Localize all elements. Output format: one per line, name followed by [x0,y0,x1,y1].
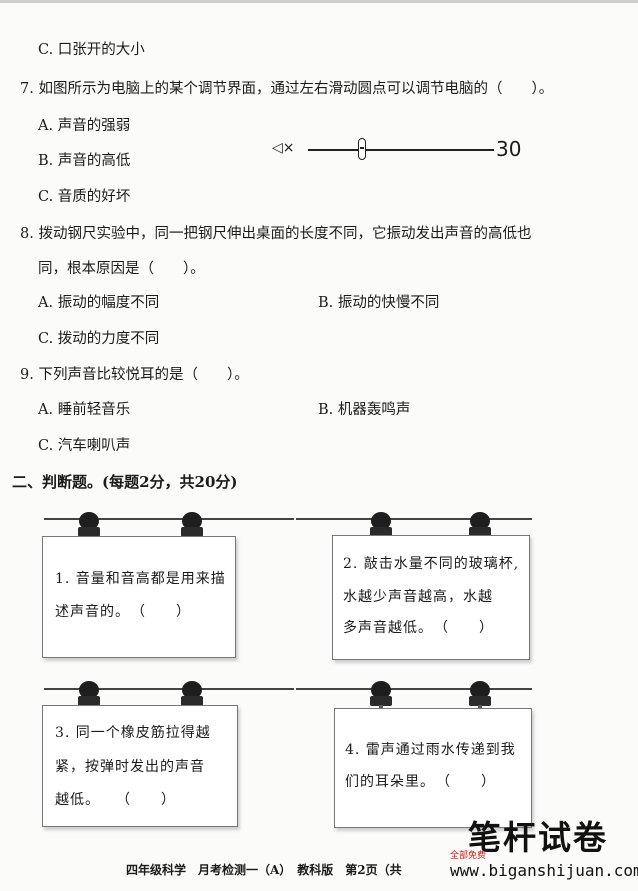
q8-option-a: A. 振动的幅度不同 [38,295,160,311]
q6-option-c: C. 口张开的大小 [38,42,145,58]
q8-stem-line2: 同，根本原因是（ ）。 [38,261,205,277]
card1-line2: 述声音的。 （ ） [55,604,191,620]
q8-option-c: C. 拨动的力度不同 [38,331,160,347]
tf-card-3: 3. 同一个橡皮筋拉得越 紧，按弹时发出的声音 越低。 （ ） [42,705,238,827]
q7-option-c: C. 音质的好坏 [38,189,131,205]
clothesline-bottom-right [296,688,532,690]
card3-line2: 紧，按弹时发出的声音 [55,759,205,775]
clothesline-top-left [44,518,294,520]
card2-line1: 2. 敲击水量不同的玻璃杯, [343,556,520,572]
tf-card-4: 4. 雷声通过雨水传递到我 们的耳朵里。 （ ） [334,708,532,828]
section2-title: 二、判断题。(每题2分，共20分) [12,473,238,491]
tf-card-1: 1. 音量和音高都是用来描 述声音的。 （ ） [42,536,236,658]
watermark-free-tag: 全部免费 [450,851,487,861]
volume-slider-figure: ◁× 30 [272,136,522,162]
slider-value: 30 [496,137,522,161]
slider-knob [358,138,366,160]
tf-card-2: 2. 敲击水量不同的玻璃杯, 水越少声音越高，水越 多声音越低。 （ ） [332,535,530,660]
card1-line1: 1. 音量和音高都是用来描 [55,571,226,587]
q7-option-b: B. 声音的高低 [38,153,131,169]
q8-stem-line1: 8. 拨动钢尺实验中，同一把钢尺伸出桌面的长度不同，它振动发出声音的高低也 [20,226,532,242]
q9-stem: 9. 下列声音比较悦耳的是（ ）。 [20,367,249,383]
binder-clip-icon [370,681,392,711]
q8-option-b: B. 振动的快慢不同 [318,295,440,311]
q9-option-c: C. 汽车喇叭声 [38,438,131,454]
q7-stem: 7. 如图所示为电脑上的某个调节界面，通过左右滑动圆点可以调节电脑的（ ）。 [20,81,554,97]
speaker-mute-icon: ◁× [272,140,295,156]
clothesline-bottom-left [44,688,294,690]
clothesline-top-right [296,518,532,520]
card4-line2: 们的耳朵里。 （ ） [345,774,496,790]
q9-option-b: B. 机器轰鸣声 [318,402,411,418]
card2-line3: 多声音越低。 （ ） [343,620,494,636]
card3-line3: 越低。 （ ） [55,792,176,808]
card3-line1: 3. 同一个橡皮筋拉得越 [55,725,211,741]
page-top-edge [0,0,638,3]
card4-line1: 4. 雷声通过雨水传递到我 [345,742,516,758]
card2-line2: 水越少声音越高，水越 [343,589,493,605]
q7-option-a: A. 声音的强弱 [38,118,131,134]
watermark-brand: 笔杆试卷 [468,818,608,857]
q9-option-a: A. 睡前轻音乐 [38,402,131,418]
page-footer: 四年级科学 月考检测一（A） 教科版 第2页（共 [126,863,402,877]
slider-track [308,149,494,151]
binder-clip-icon [469,681,491,711]
watermark-url: www.biganshijuan.com [450,861,638,880]
